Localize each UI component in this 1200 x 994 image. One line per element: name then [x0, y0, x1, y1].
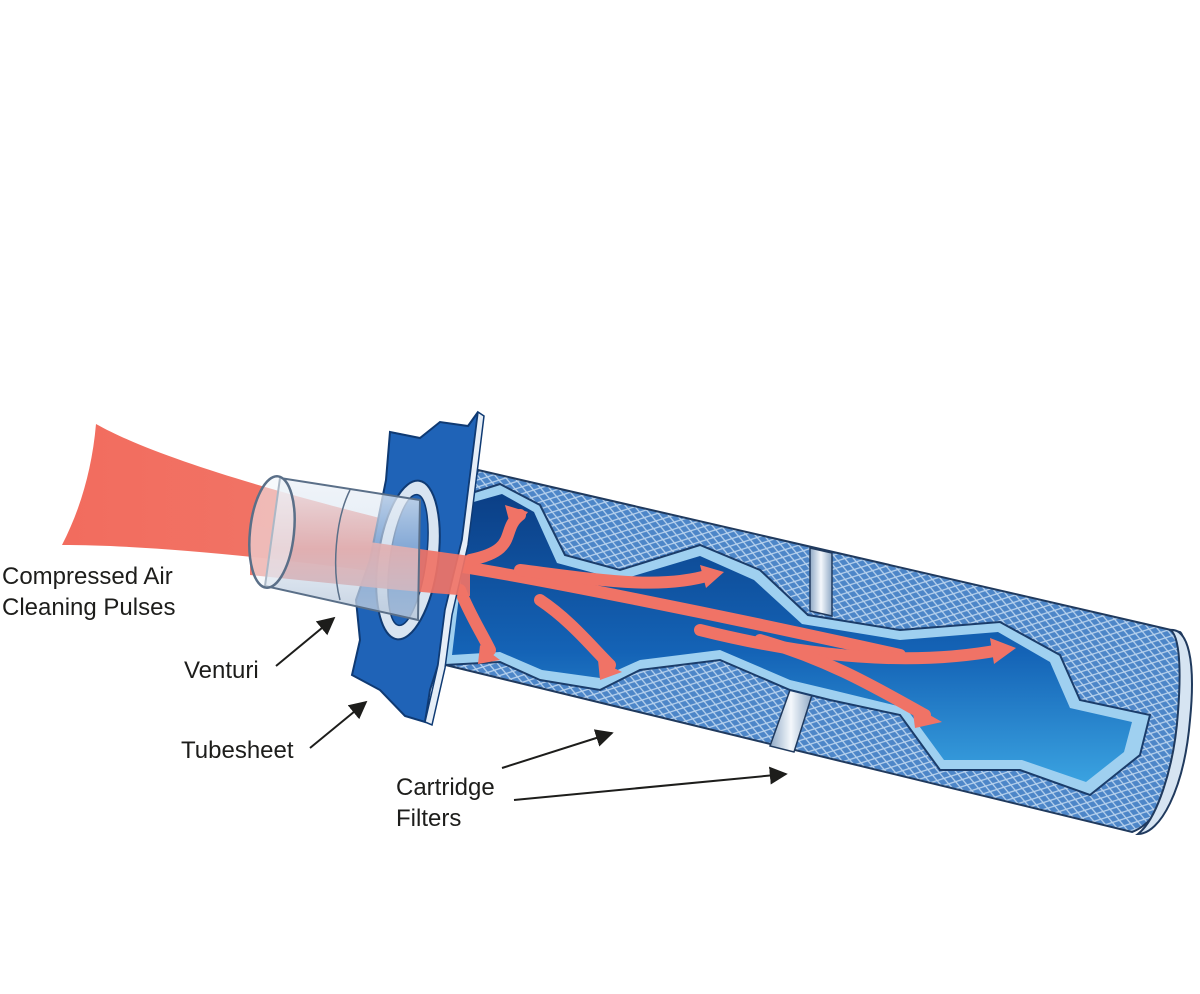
compressed-air-label-line1: Compressed Air — [2, 563, 173, 590]
airflow-arrow-icon — [912, 705, 942, 728]
cutaway-inner-cavity — [452, 494, 1132, 782]
airflow-arrow-icon — [478, 645, 500, 664]
airflow-arrow-icon — [754, 634, 931, 721]
filter-end-cap — [1135, 628, 1193, 836]
airflow-arrow-icon — [694, 624, 1006, 665]
cartridge-leader-lower — [513, 766, 788, 801]
airflow-arrow-icon — [534, 594, 616, 671]
airflow-arrows — [444, 509, 1006, 721]
airflow-arrow-icon — [444, 559, 906, 661]
airflow-arrow-icon — [454, 584, 496, 656]
leader-lines — [275, 616, 788, 801]
venturi-label: Venturi — [184, 657, 259, 684]
venturi-throat-line — [334, 489, 351, 601]
tubesheet-edge — [424, 410, 485, 727]
filter-center-band — [809, 547, 833, 617]
airflow-arrow-icon — [598, 660, 622, 680]
compressed-air-label-line2: Cleaning Pulses — [2, 594, 176, 621]
venturi-mouth — [248, 475, 296, 589]
tubesheet-leader — [309, 700, 368, 749]
cartridge-filters-label-line2: Filters — [396, 805, 462, 832]
venturi — [248, 475, 422, 622]
filter-cutaway — [443, 482, 1152, 797]
airflow-arrow-icon — [700, 565, 724, 588]
venturi-leader — [275, 616, 336, 667]
cartridge-leader-upper — [501, 729, 614, 769]
airflow-arrowheads — [478, 505, 1016, 728]
airflow-arrow-icon — [990, 638, 1016, 664]
cartridge-filters-label-line1: Cartridge — [396, 774, 495, 801]
compressed-air-label: Compressed Air Cleaning Pulses — [2, 561, 175, 623]
airflow-arrow-icon — [514, 564, 716, 589]
tubesheet-label: Tubesheet — [181, 737, 294, 764]
cartridge-filters-label: Cartridge Filters — [396, 772, 495, 834]
airflow-arrow-icon — [505, 505, 528, 532]
